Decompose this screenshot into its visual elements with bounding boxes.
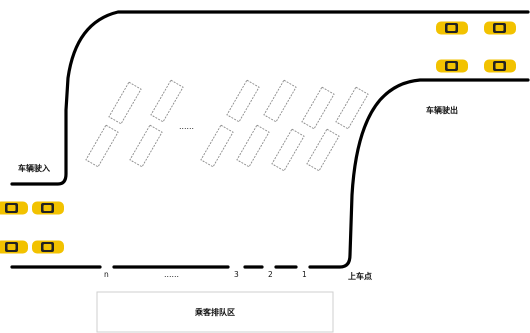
parking-slot <box>263 79 297 123</box>
parking-slots <box>85 79 369 172</box>
parking-slot <box>236 124 270 168</box>
taxi-icon <box>32 201 64 215</box>
entry-label: 车辆驶入 <box>18 163 50 173</box>
taxi-icon <box>484 21 516 35</box>
boarding-spots-ellipsis: …… <box>164 270 179 279</box>
taxi-icon <box>0 201 28 215</box>
parking-slots-ellipsis: …… <box>179 122 194 131</box>
taxi-icon <box>436 59 468 73</box>
queue-area-label: 乘客排队区 <box>194 307 235 317</box>
parking-slot <box>306 128 340 172</box>
parking-slot <box>226 79 260 123</box>
parking-slot <box>129 124 163 168</box>
road-outer-boundary <box>10 10 530 186</box>
boarding-spot-n: n <box>104 270 109 279</box>
boarding-spot-3: 3 <box>234 270 239 279</box>
parking-slot <box>335 86 369 130</box>
taxi-icon <box>32 240 64 254</box>
boarding-point-label: 上车点 <box>348 271 372 281</box>
road-inner-boundary-curve <box>308 78 530 269</box>
boarding-spot-2: 2 <box>268 270 273 279</box>
taxi-icon <box>484 59 516 73</box>
queue-area-box <box>96 291 334 333</box>
parking-slot <box>85 124 119 168</box>
taxi-icon <box>0 240 28 254</box>
taxi-group <box>0 21 516 254</box>
parking-slot <box>271 128 305 172</box>
taxi-icon <box>436 21 468 35</box>
boarding-spot-1: 1 <box>302 270 307 279</box>
parking-slot <box>108 81 142 125</box>
parking-slot <box>301 86 335 130</box>
exit-label: 车辆驶出 <box>426 105 458 115</box>
parking-slot <box>150 79 184 123</box>
parking-slot <box>200 124 234 168</box>
